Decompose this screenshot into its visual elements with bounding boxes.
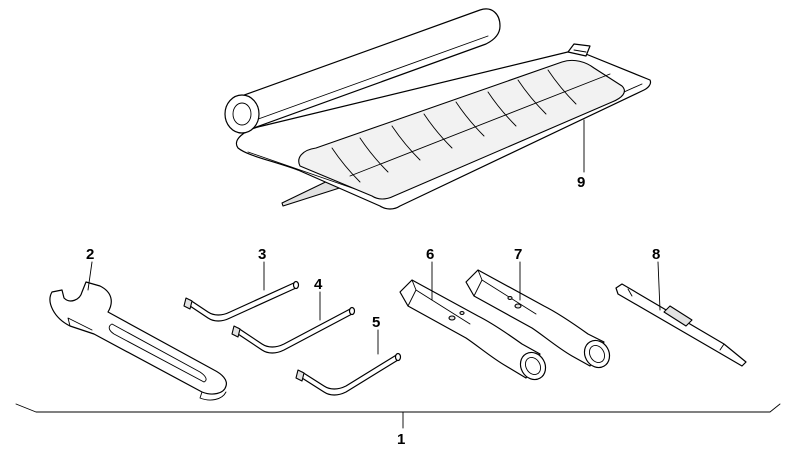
box-socket-wrench[interactable]	[465, 269, 614, 372]
leader-2	[87, 261, 93, 291]
callout-3: 3	[258, 246, 266, 263]
tool-roll-bag[interactable]	[224, 8, 652, 210]
leader-8	[657, 261, 661, 311]
assembly-bracket	[15, 403, 781, 413]
hex-key-bent-large[interactable]	[183, 280, 300, 322]
hex-key-bent-medium[interactable]	[231, 306, 356, 354]
hex-key-bent-small[interactable]	[295, 352, 402, 396]
callout-6: 6	[426, 246, 434, 263]
callout-5: 5	[372, 314, 380, 331]
callout-2: 2	[86, 246, 94, 263]
leader-lines	[87, 119, 661, 429]
box-socket-wrench[interactable]	[399, 279, 550, 384]
callout-4: 4	[314, 276, 323, 293]
callout-7: 7	[514, 246, 522, 263]
callout-9: 9	[577, 174, 585, 191]
callout-1: 1	[397, 431, 405, 448]
open-end-wrench[interactable]	[49, 281, 227, 401]
screwdriver-blade[interactable]	[615, 283, 747, 367]
callout-8: 8	[652, 246, 660, 263]
